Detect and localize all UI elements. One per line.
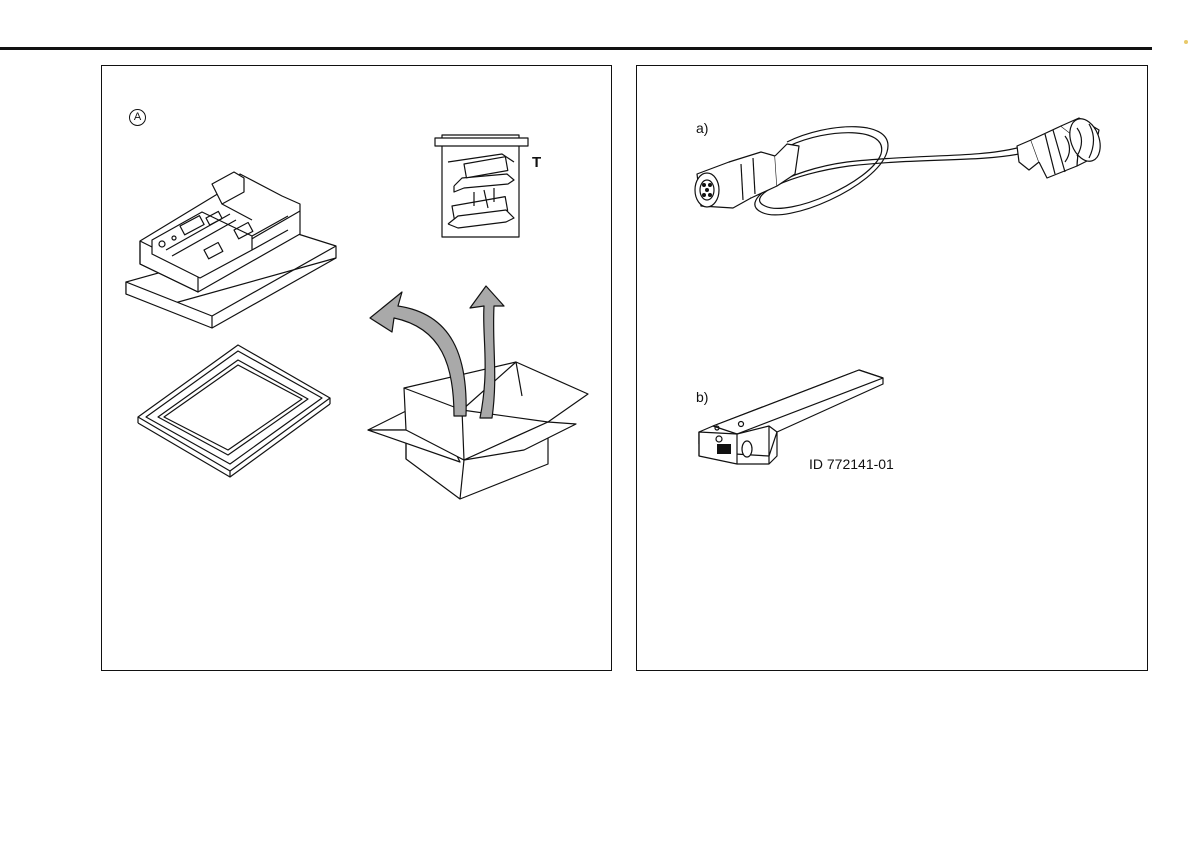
device-illustration <box>126 172 336 328</box>
header-rule <box>0 47 1152 50</box>
sealing-frame <box>138 345 330 477</box>
detail-box <box>435 135 528 237</box>
lift-arrows <box>370 286 504 418</box>
mounting-tool <box>699 370 883 464</box>
accessories-illustration <box>637 66 1147 670</box>
accessories-panel: a) b) ID 772141-01 <box>636 65 1148 671</box>
unpacking-panel: A <box>101 65 612 671</box>
edge-marker <box>1184 40 1188 44</box>
detail-label-t: T <box>532 154 541 171</box>
cardboard-box <box>368 362 588 499</box>
adapter-cable <box>695 115 1106 215</box>
